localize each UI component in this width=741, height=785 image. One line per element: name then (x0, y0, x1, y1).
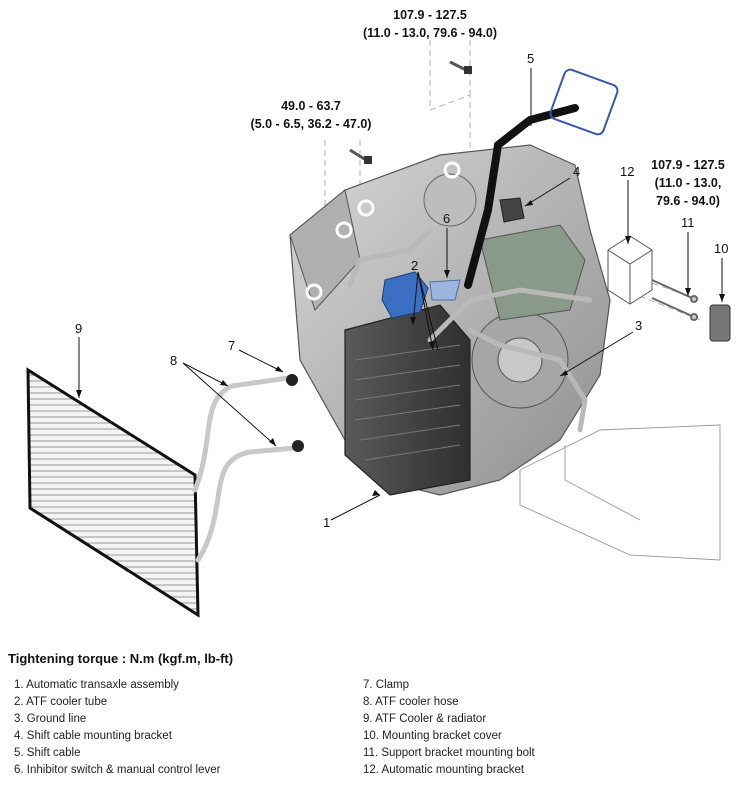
callout-2: 2 (411, 258, 418, 273)
torque-right-units-line2: 79.6 - 94.0) (656, 194, 720, 208)
legend-item: 4. Shift cable mounting bracket (14, 730, 172, 742)
legend-item: 5. Shift cable (14, 747, 81, 759)
callout-7: 7 (228, 338, 235, 353)
torque-right-value: 107.9 - 127.5 (651, 158, 725, 172)
legend-item: 10. Mounting bracket cover (363, 730, 502, 742)
legend-item: 9. ATF Cooler & radiator (363, 713, 487, 725)
parts-legend-left: 1. Automatic transaxle assembly 2. ATF c… (14, 677, 220, 779)
callout-4: 4 (573, 164, 580, 179)
shift-cable-bracket-outline (549, 68, 619, 136)
legend-item: 6. Inhibitor switch & manual control lev… (14, 764, 221, 776)
atf-cooler-hose (192, 375, 298, 563)
tightening-torque-heading: Tightening torque : N.m (kgf.m, lb-ft) (8, 651, 234, 666)
legend-item: 8. ATF cooler hose (363, 696, 459, 708)
callout-11: 11 (681, 215, 695, 230)
callout-3: 3 (635, 318, 642, 333)
torque-right-units-line1: (11.0 - 13.0, (655, 176, 722, 190)
torque-left-value: 49.0 - 63.7 (281, 99, 341, 113)
legend-item: 12. Automatic mounting bracket (363, 764, 525, 776)
callout-9: 9 (75, 321, 82, 336)
legend-item: 2. ATF cooler tube (14, 696, 108, 708)
shift-cable-mounting-bracket (499, 197, 525, 223)
legend-item: 7. Clamp (363, 679, 410, 691)
exploded-view-diagram: 1 2 3 4 5 6 7 8 9 10 11 12 107.9 - 127.5… (26, 8, 731, 618)
legend-item: 1. Automatic transaxle assembly (14, 679, 179, 691)
mounting-bracket-cover (709, 304, 731, 342)
clamp (286, 374, 304, 452)
legend-item: 3. Ground line (14, 713, 87, 725)
leader-arrowheads (76, 118, 725, 496)
torque-top-value: 107.9 - 127.5 (393, 8, 467, 22)
bolt-top (449, 60, 472, 74)
torque-top-units: (11.0 - 13.0, 79.6 - 94.0) (363, 26, 497, 40)
atf-cooler-tube (347, 227, 593, 433)
leader-lines (78, 68, 723, 521)
callout-8: 8 (170, 353, 177, 368)
parts-legend-right: 7. Clamp 8. ATF cooler hose 9. ATF Coole… (363, 677, 535, 779)
automatic-mounting-bracket (607, 235, 653, 305)
legend-item: 11. Support bracket mounting bolt (363, 747, 535, 759)
shift-cable (464, 104, 579, 289)
bolt-left (349, 148, 372, 164)
callout-10: 10 (714, 241, 728, 256)
callout-5: 5 (527, 51, 534, 66)
callout-1: 1 (323, 515, 330, 530)
torque-left-units: (5.0 - 6.5, 36.2 - 47.0) (251, 117, 372, 131)
support-bracket-bolts (651, 279, 698, 321)
body-outline (519, 424, 721, 561)
atf-cooler-radiator (26, 367, 200, 618)
callout-6: 6 (443, 211, 450, 226)
callout-12: 12 (620, 164, 634, 179)
